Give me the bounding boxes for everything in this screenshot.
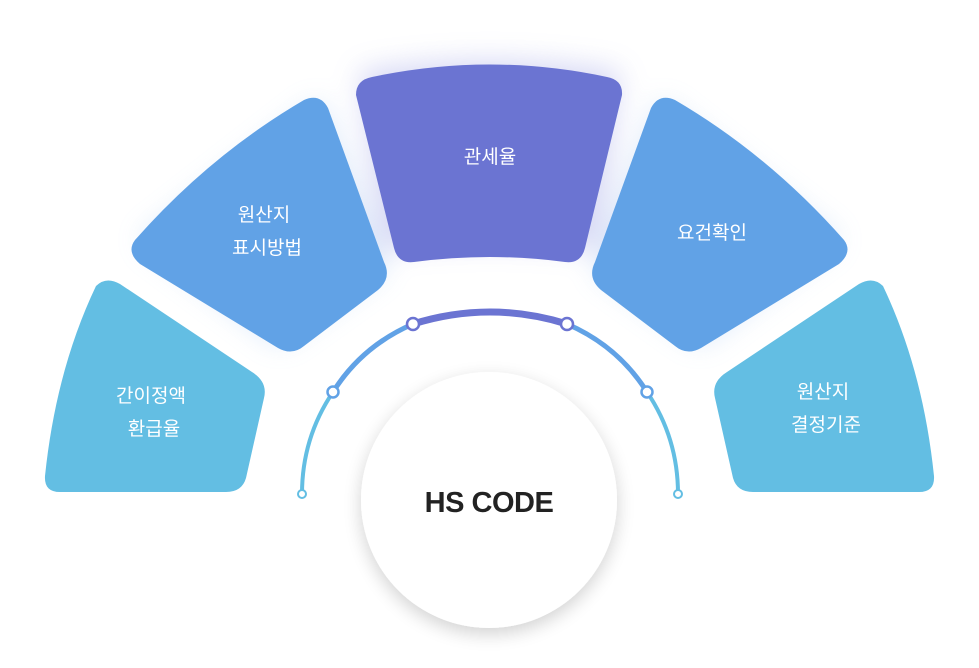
segment-requirement-check-shape	[592, 97, 848, 352]
segment-simplified-refund-label-line-2: 환급율	[128, 418, 180, 440]
segment-origin-marking-label-line-1: 원산지	[238, 204, 290, 226]
arc-node-top-right	[559, 316, 575, 332]
connector-arc	[297, 308, 683, 499]
segment-origin-criteria-label-line-1: 원산지	[797, 381, 849, 403]
segment-origin-criteria-label-line-2: 결정기준	[791, 414, 861, 436]
segment-origin-marking[interactable]: 원산지 표시방법	[131, 97, 387, 352]
segment-tariff-rate-label-line: 관세율	[464, 146, 516, 168]
center-hub[interactable]: HS CODE	[361, 372, 617, 628]
segment-origin-marking-label-line-2: 표시방법	[232, 237, 302, 259]
segment-tariff-rate-label: 관세율	[464, 146, 516, 168]
segment-origin-criteria-label: 원산지 결정기준	[791, 381, 861, 436]
segment-origin-marking-label: 원산지 표시방법	[232, 204, 302, 259]
arc-right-middle	[566, 321, 650, 394]
segment-simplified-refund-shape	[44, 280, 265, 492]
segment-origin-criteria-shape	[714, 280, 935, 492]
arc-left-lower	[300, 390, 335, 495]
arc-node-mid-left	[326, 385, 340, 399]
arc-right-lower	[645, 390, 680, 495]
segment-simplified-refund-label: 간이정액 환급율	[116, 385, 192, 440]
center-label: HS CODE	[425, 487, 554, 519]
segment-requirement-check-label: 요건확인	[677, 222, 747, 244]
arc-left-middle	[330, 321, 414, 394]
segment-origin-marking-shape	[131, 97, 387, 352]
arc-node-end-right	[673, 489, 683, 499]
segment-origin-criteria[interactable]: 원산지 결정기준	[714, 280, 935, 492]
segment-requirement-check-label-line: 요건확인	[677, 222, 747, 244]
arc-top	[411, 308, 569, 328]
arc-node-top-left	[405, 316, 421, 332]
arc-node-mid-right	[640, 385, 654, 399]
segment-requirement-check[interactable]: 요건확인	[592, 97, 848, 352]
segment-simplified-refund-label-line-1: 간이정액	[116, 385, 186, 407]
center-circle	[361, 372, 617, 628]
segment-tariff-rate[interactable]: 관세율	[356, 64, 623, 263]
arc-node-end-left	[297, 489, 307, 499]
segment-simplified-refund[interactable]: 간이정액 환급율	[44, 280, 265, 492]
segment-tariff-rate-shape	[356, 64, 623, 263]
